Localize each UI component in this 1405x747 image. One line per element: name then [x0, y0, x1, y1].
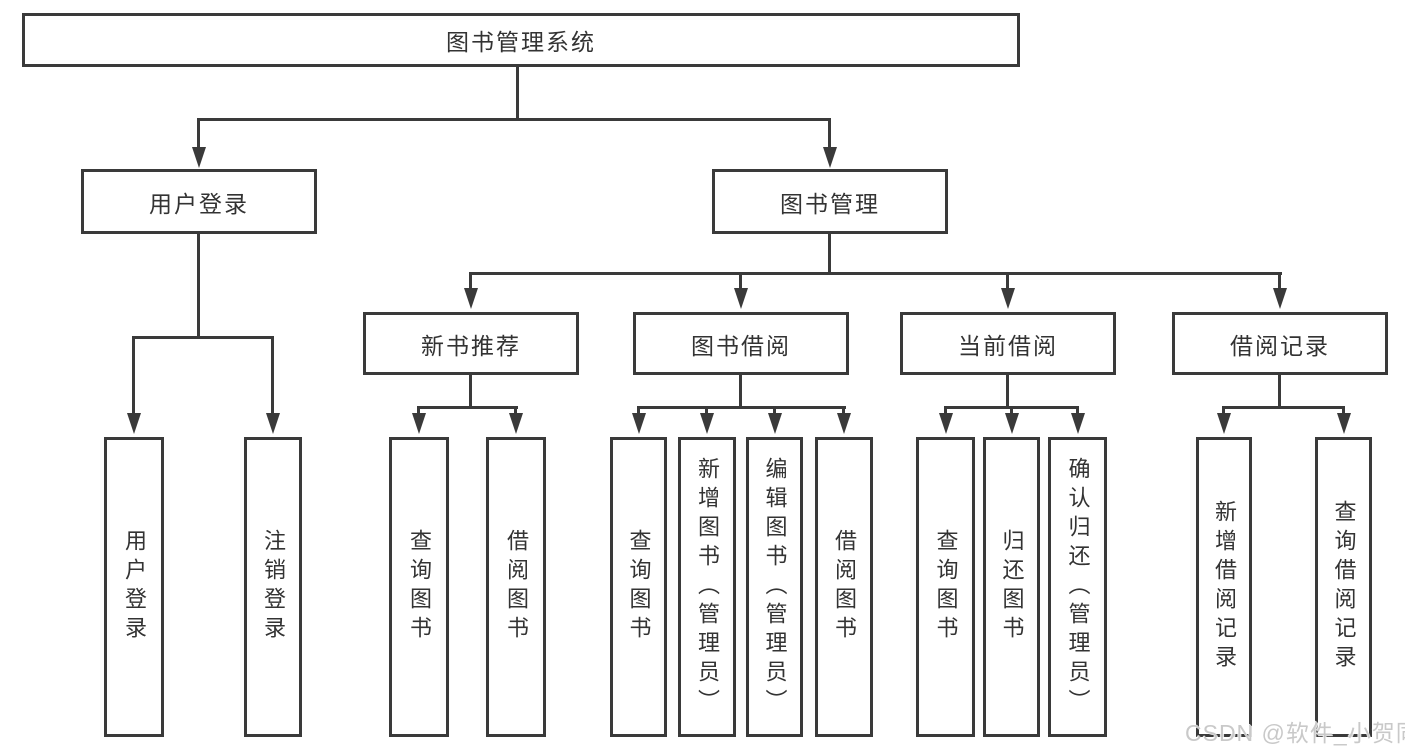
connector-line — [197, 234, 200, 336]
leaf-logout: 注销登录 — [244, 437, 302, 737]
leaf-add-book-admin: 新增图书（管理员） — [678, 437, 736, 737]
connector-line — [197, 118, 831, 121]
connector-line — [1222, 406, 1345, 409]
connector-line — [1006, 272, 1009, 288]
arrow-down-icon — [1001, 288, 1015, 309]
connector-line — [842, 406, 845, 413]
connector-line — [1278, 375, 1281, 406]
arrow-down-icon — [939, 413, 953, 434]
connector-line — [944, 406, 947, 413]
arrow-down-icon — [127, 413, 141, 434]
arrow-down-icon — [837, 413, 851, 434]
connector-line — [417, 406, 420, 413]
leaf-edit-book-admin: 编辑图书（管理员） — [746, 437, 803, 737]
node-user-login: 用户登录 — [81, 169, 317, 234]
leaf-borrow-books-2: 借阅图书 — [815, 437, 873, 737]
arrow-down-icon — [632, 413, 646, 434]
leaf-query-books-2: 查询图书 — [610, 437, 667, 737]
arrow-down-icon — [1071, 413, 1085, 434]
connector-line — [132, 336, 274, 339]
node-book-management: 图书管理 — [712, 169, 948, 234]
arrow-down-icon — [266, 413, 280, 434]
connector-line — [132, 336, 135, 413]
node-current-borrowing: 当前借阅 — [900, 312, 1116, 375]
connector-line — [1342, 406, 1345, 413]
arrow-down-icon — [823, 147, 837, 168]
connector-line — [1222, 406, 1225, 413]
leaf-return-books: 归还图书 — [983, 437, 1040, 737]
arrow-down-icon — [734, 288, 748, 309]
connector-line — [705, 406, 708, 413]
arrow-down-icon — [509, 413, 523, 434]
connector-line — [469, 272, 472, 288]
node-root: 图书管理系统 — [22, 13, 1020, 67]
leaf-query-borrow-record: 查询借阅记录 — [1315, 437, 1372, 737]
connector-line — [514, 406, 517, 413]
leaf-query-books-1: 查询图书 — [389, 437, 449, 737]
arrow-down-icon — [768, 413, 782, 434]
connector-line — [1010, 406, 1013, 413]
connector-line — [637, 406, 846, 409]
connector-line — [516, 67, 519, 118]
arrow-down-icon — [1337, 413, 1351, 434]
connector-line — [739, 375, 742, 406]
arrow-down-icon — [1273, 288, 1287, 309]
connector-line — [197, 118, 200, 147]
connector-line — [828, 234, 831, 272]
arrow-down-icon — [700, 413, 714, 434]
connector-line — [271, 336, 274, 413]
connector-line — [469, 375, 472, 406]
connector-line — [773, 406, 776, 413]
arrow-down-icon — [1005, 413, 1019, 434]
node-borrowing-records: 借阅记录 — [1172, 312, 1388, 375]
connector-line — [828, 118, 831, 147]
leaf-query-books-3: 查询图书 — [916, 437, 975, 737]
connector-line — [1278, 272, 1281, 288]
leaf-add-borrow-record: 新增借阅记录 — [1196, 437, 1252, 737]
arrow-down-icon — [464, 288, 478, 309]
watermark-text: CSDN @软件_小贺同学 — [1185, 720, 1405, 746]
leaf-confirm-return-admin: 确认归还（管理员） — [1048, 437, 1107, 737]
connector-line — [637, 406, 640, 413]
arrow-down-icon — [192, 147, 206, 168]
arrow-down-icon — [412, 413, 426, 434]
connector-line — [1006, 375, 1009, 406]
connector-line — [739, 272, 742, 288]
connector-line — [469, 272, 1282, 275]
node-new-book-recommendation: 新书推荐 — [363, 312, 579, 375]
leaf-borrow-books-1: 借阅图书 — [486, 437, 546, 737]
node-book-borrowing: 图书借阅 — [633, 312, 849, 375]
leaf-user-login: 用户登录 — [104, 437, 164, 737]
arrow-down-icon — [1217, 413, 1231, 434]
connector-line — [417, 406, 518, 409]
connector-line — [1076, 406, 1079, 413]
